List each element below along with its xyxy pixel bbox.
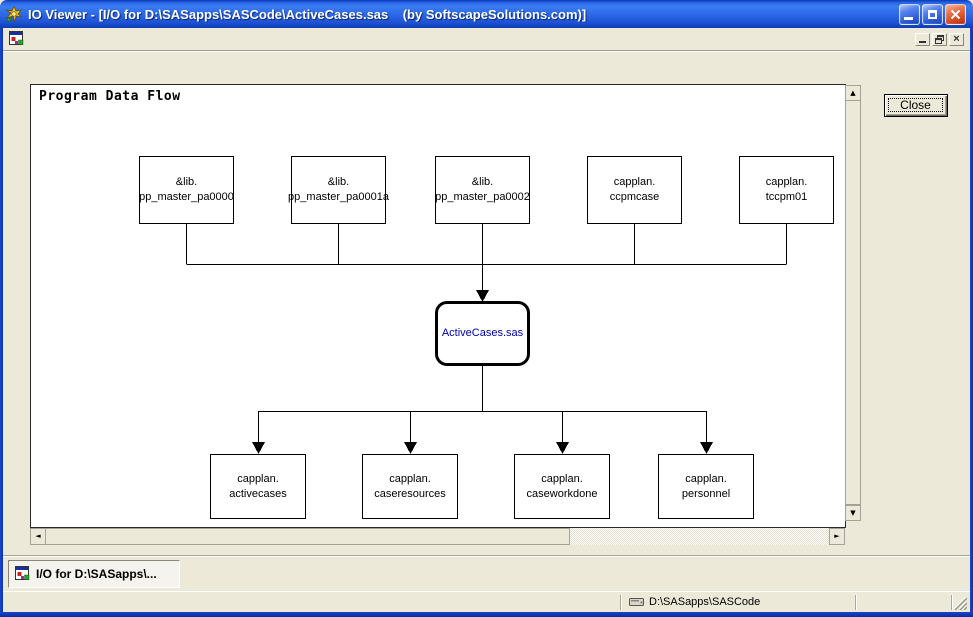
scroll-down-icon: ▼ [850,508,856,517]
node-label-line2: ccpmcase [609,191,660,203]
drive-icon [629,598,644,606]
window-border-left [0,28,3,617]
scroll-left-icon: ◄ [35,532,41,540]
status-bar: D:\SASapps\SASCode [3,591,970,612]
node-label-line1: capplan. [541,472,583,485]
io-window-icon [15,566,30,580]
flow-connectors [186,224,787,454]
scroll-left-button[interactable]: ◄ [30,528,46,545]
close-window-button[interactable] [945,3,966,25]
mdi-minimize-button[interactable] [915,32,930,46]
mdi-minimize-icon [919,41,926,43]
maximize-button[interactable] [922,3,943,25]
resize-grip[interactable] [953,596,967,610]
status-path-panel: D:\SASapps\SASCode [625,592,760,612]
task-window-label: I/O for D:\SASapps\... [36,567,157,581]
node-label-line2: pp_master_pa0002 [435,191,530,203]
mdi-restore-icon [935,34,944,44]
node-label-line1: &lib. [327,176,350,188]
node-label-line2: personnel [681,487,731,500]
minimize-button[interactable] [899,3,920,25]
flow-node-input[interactable]: &lib. pp_master_pa0001a [288,156,389,224]
maximize-icon [928,9,937,19]
app-icon [6,6,22,22]
node-label-line1: &lib. [471,176,494,188]
flow-node-program[interactable]: ActiveCases.sas [435,301,530,366]
node-label-line2: caseresources [374,487,446,500]
window-border-right [970,28,973,617]
minimize-icon [904,16,913,20]
flow-node-input[interactable]: &lib. pp_master_pa0000 [139,156,234,224]
mdi-close-icon: × [953,33,960,45]
data-flow-panel: Program Data Flow &lib. pp_master_pa0000… [30,84,846,528]
node-label-line1: capplan. [237,472,279,485]
flow-node-output[interactable]: capplan. activecases [210,454,306,519]
task-window-button[interactable]: I/O for D:\SASapps\... [8,560,180,588]
node-label-line2: pp_master_pa0000 [139,191,234,203]
close-dialog-button-focus: Close [888,98,943,112]
status-panel-divider [620,595,622,610]
node-label-line2: tccpm01 [765,191,808,203]
flow-node-input[interactable]: capplan. ccpmcase [587,156,682,224]
close-dialog-button-label: Close [900,98,931,112]
mdi-restore-button[interactable] [932,32,947,46]
node-label-line1: &lib. [175,176,198,188]
node-label-line1: capplan. [613,176,656,188]
flow-node-input[interactable]: &lib. pp_master_pa0002 [435,156,530,224]
mdi-close-button[interactable]: × [949,32,964,46]
scroll-up-button[interactable]: ▲ [845,85,861,101]
vertical-scrollbar-thumb[interactable] [845,101,861,505]
scroll-right-icon: ► [834,532,840,540]
flow-node-output[interactable]: capplan. personnel [658,454,754,519]
node-label-line2: caseworkdone [526,487,598,500]
horizontal-scrollbar[interactable]: ◄ ► [30,528,845,545]
node-label-line2: pp_master_pa0001a [288,191,389,203]
window-title: IO Viewer - [I/O for D:\SASapps\SASCode\… [28,6,587,22]
scroll-down-button[interactable]: ▼ [845,505,861,521]
flow-node-output[interactable]: capplan. caseworkdone [514,454,610,519]
scroll-right-button[interactable]: ► [829,528,845,545]
task-strip-divider [3,555,970,557]
horizontal-scrollbar-thumb[interactable] [46,528,570,545]
close-icon [950,9,961,19]
scroll-up-icon: ▲ [850,88,856,97]
close-dialog-button[interactable]: Close [884,94,948,117]
titlebar: IO Viewer - [I/O for D:\SASapps\SASCode\… [0,0,973,28]
program-node-label: ActiveCases.sas [441,327,524,339]
io-window-icon [9,31,24,45]
node-label-line2: activecases [229,487,287,500]
window-border-bottom [0,612,973,617]
node-label-line1: capplan. [389,472,431,485]
node-label-line1: capplan. [765,176,808,188]
status-path-text: D:\SASapps\SASCode [649,596,761,608]
status-panel-divider [951,595,953,610]
flow-node-input[interactable]: capplan. tccpm01 [739,156,834,224]
status-panel-divider [855,595,857,610]
task-strip: I/O for D:\SASapps\... [3,557,970,591]
flow-node-output[interactable]: capplan. caseresources [362,454,458,519]
vertical-scrollbar[interactable]: ▲ ▼ [845,85,861,521]
node-label-line1: capplan. [685,472,727,485]
mdi-child-bar: × [3,28,970,50]
panel-title: Program Data Flow [39,89,181,104]
toolbar-edge-divider [3,50,970,52]
